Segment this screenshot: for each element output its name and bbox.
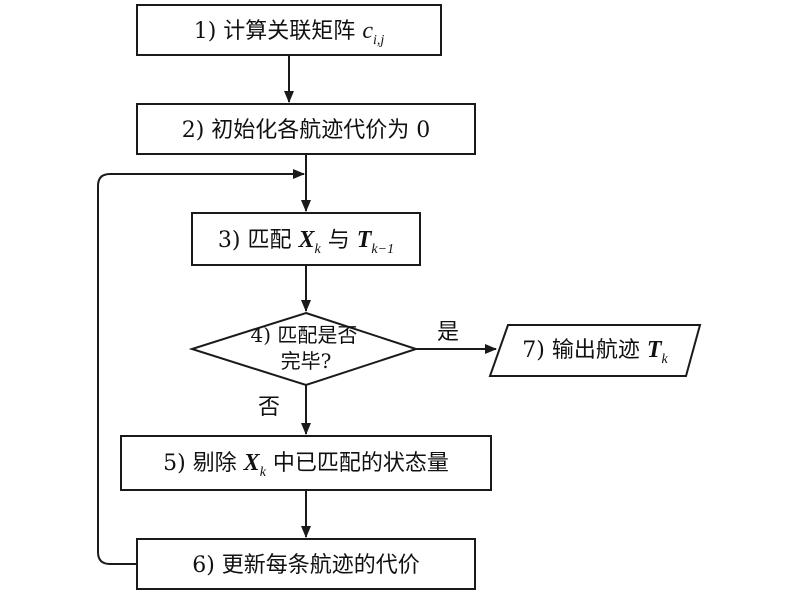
step-2-label: 2) 初始化各航迹代价为 0 [182, 118, 431, 143]
step-2-box [136, 103, 476, 155]
no-label: 否 [258, 395, 280, 420]
step-2-init-track-cost: 2) 初始化各航迹代价为 0 [136, 103, 476, 155]
step-5-label: 5) 剔除 Xk 中已匹配的状态量 [163, 450, 449, 480]
step-5-remove-matched: 5) 剔除 Xk 中已匹配的状态量 [120, 435, 492, 491]
step-7-output-track: 7) 输出航迹 Tk [488, 324, 702, 377]
output-parallelogram [488, 324, 702, 377]
yes-label: 是 [437, 320, 459, 345]
step-1-compute-association-matrix: 1) 计算关联矩阵 ci,j [136, 4, 442, 56]
step-3-label: 3) 匹配 Xk 与 Tk−1 [218, 227, 394, 257]
step-6-box [136, 538, 476, 590]
step-4-decision: 4) 匹配是否 完毕? [188, 311, 420, 387]
edge-6-loop-to-3 [97, 169, 305, 565]
step-3-match: 3) 匹配 Xk 与 Tk−1 [191, 212, 421, 266]
decision-label-line-1: 4) 匹配是否 [251, 323, 358, 347]
decision-label-line-2: 完毕? [281, 349, 332, 373]
step-6-update-cost: 6) 更新每条航迹的代价 [136, 538, 476, 590]
step-1-label: 1) 计算关联矩阵 ci,j [194, 18, 385, 48]
step-1-box [136, 4, 442, 56]
step-7-label: 7) 输出航迹 Tk [522, 337, 668, 367]
step-6-label: 6) 更新每条航迹的代价 [192, 553, 420, 578]
